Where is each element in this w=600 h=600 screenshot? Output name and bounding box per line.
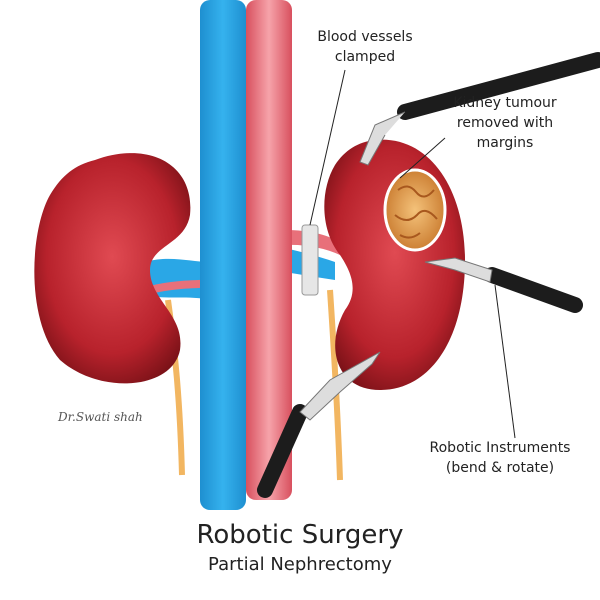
clamp-label-line: Blood vessels — [317, 29, 413, 45]
instruments-label-line: (bend & rotate) — [445, 460, 555, 476]
aorta — [246, 0, 292, 500]
tumour-label-line: margins — [476, 135, 534, 151]
robotic-instrument-middle — [424, 257, 583, 313]
clamp-label-line: clamped — [334, 49, 396, 65]
robotic-instrument-top — [359, 52, 600, 166]
vena-cava — [200, 0, 246, 510]
instruments-label: Robotic Instruments (bend & rotate) — [405, 438, 595, 478]
instruments-label-line: Robotic Instruments — [429, 440, 571, 456]
vessel-clamp — [301, 224, 319, 296]
subtitle: Partial Nephrectomy — [208, 554, 392, 575]
signature: Dr.Swati shah — [58, 410, 143, 424]
tumour-cavity — [383, 168, 447, 252]
tumour-label-line: Kidney tumour — [453, 95, 557, 111]
tumour-label: Kidney tumour removed with margins — [430, 93, 580, 153]
title: Robotic Surgery — [196, 520, 404, 550]
left-kidney — [34, 153, 191, 384]
tumour-label-line: removed with — [456, 115, 554, 131]
clamp-label: Blood vessels clamped — [290, 27, 440, 67]
robotic-instrument-bottom — [257, 351, 381, 498]
